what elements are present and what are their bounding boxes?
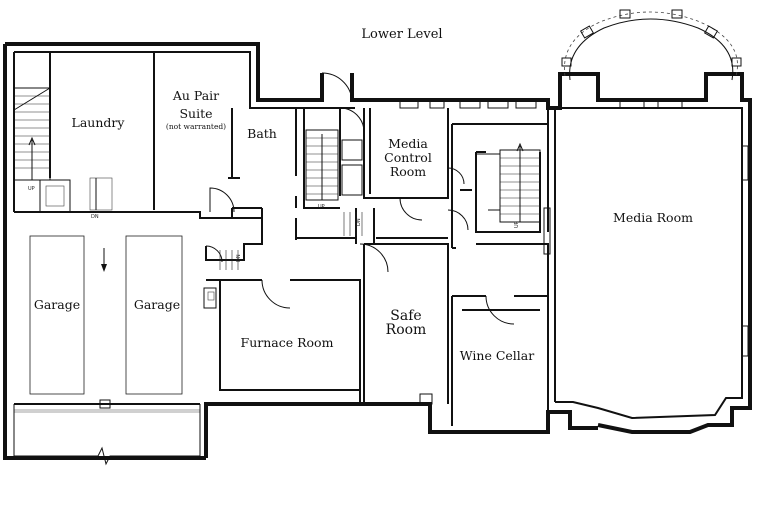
safe-room-label-line1: Safe	[390, 308, 421, 324]
media-stairs	[476, 142, 541, 223]
interior-walls	[14, 52, 556, 426]
fixtures	[203, 99, 749, 405]
au-pair-label-line2: Suite	[179, 106, 212, 121]
center-stairs	[305, 129, 363, 201]
center-up-mark: UP	[318, 204, 325, 210]
au-pair-note: (not warranted)	[166, 122, 226, 131]
laundry-stairs	[13, 87, 51, 181]
garage-left-label: Garage	[34, 297, 80, 312]
au-pair-label-line1: Au Pair	[172, 88, 219, 103]
media-up-mark: UP	[514, 221, 520, 228]
laundry-label: Laundry	[72, 115, 126, 130]
garage-right-label: Garage	[134, 297, 180, 312]
door-swings	[205, 72, 515, 325]
media-control-label-line2: Control	[384, 150, 432, 165]
garage-bays	[29, 177, 183, 395]
level-title: Lower Level	[361, 27, 442, 42]
media-room-label: Media Room	[613, 210, 693, 225]
bay-window	[561, 9, 742, 81]
hall-dn-mark: DN	[236, 254, 242, 262]
laundry-up-mark: UP	[28, 186, 35, 192]
exterior-walls	[3, 42, 752, 460]
furnace-room-label: Furnace Room	[241, 335, 334, 350]
media-control-label-line1: Media	[388, 136, 428, 151]
hall-stairs	[219, 212, 363, 270]
bath-label: Bath	[247, 126, 277, 141]
center-dn-mark: DN	[356, 218, 362, 226]
media-control-label-line3: Room	[390, 164, 426, 179]
wine-cellar-label: Wine Cellar	[460, 348, 534, 363]
garage-door-rail	[13, 399, 201, 466]
laundry-dn-mark: DN	[91, 214, 99, 220]
safe-room-label-line2: Room	[386, 322, 427, 338]
